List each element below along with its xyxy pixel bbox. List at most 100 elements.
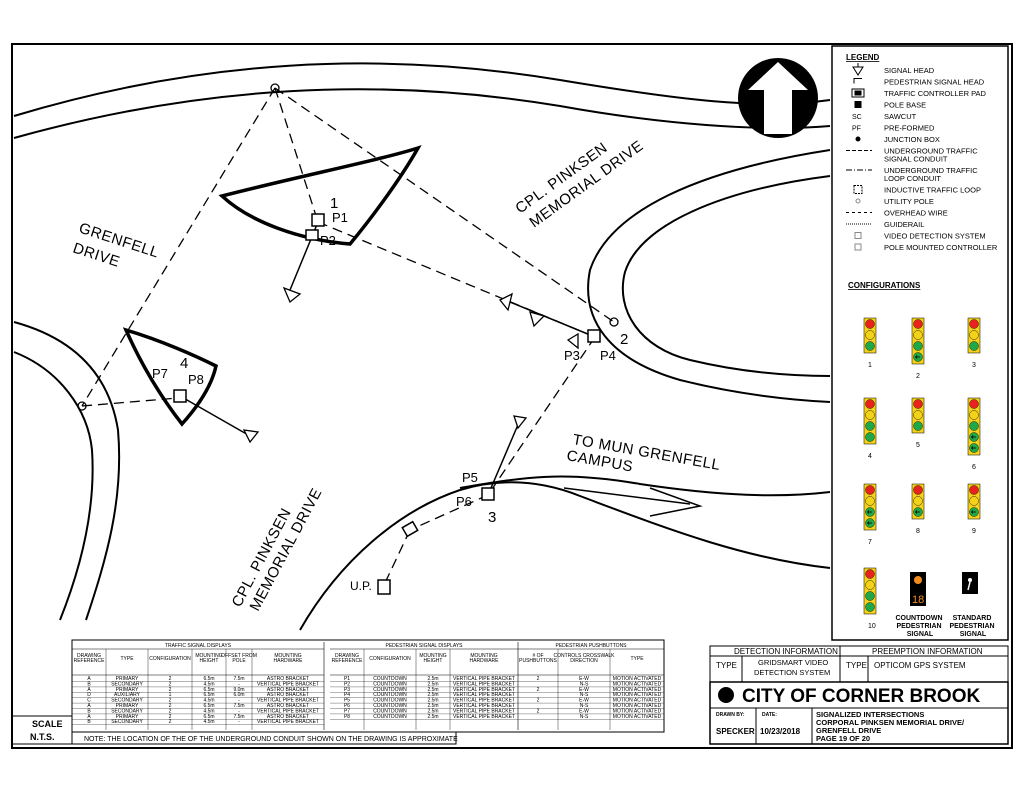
table-cell: VERTICAL PIPE BRACKET	[453, 692, 515, 698]
table-cell: N-S	[580, 714, 589, 720]
table-header: TYPE	[120, 656, 134, 662]
table-cell: 2.5m	[427, 714, 438, 720]
table-cell: COUNTDOWN	[373, 708, 407, 714]
pedestrian-signal-table: PEDESTRIAN SIGNAL DISPLAYSDRAWINGREFEREN…	[330, 642, 519, 730]
table-cell: PRIMARY	[116, 676, 139, 682]
table-cell: VERTICAL PIPE BRACKET	[453, 676, 515, 682]
junction-box	[77, 401, 87, 411]
table-cell: 2.5m	[427, 698, 438, 704]
green-lamp-icon	[969, 421, 979, 431]
table-title: PEDESTRIAN PUSHBUTTONS	[555, 643, 627, 649]
table-cell: SECONDARY	[111, 698, 143, 704]
scale-box	[11, 715, 73, 745]
conduit-a	[274, 87, 319, 223]
legend-item-loop-box: INDUCTIVE TRAFFIC LOOP	[853, 185, 981, 195]
legend-item-traffic-controller-pad: TRAFFIC CONTROLLER PAD	[851, 88, 987, 98]
configuration-number: 7	[868, 539, 872, 546]
table-header: MOUNTING	[470, 653, 497, 659]
table-cell: 6.5m	[203, 714, 214, 720]
table-cell: E-W	[579, 676, 589, 682]
mast-arm-3	[487, 419, 521, 496]
yellow-lamp-icon	[913, 330, 923, 340]
configuration-number: 4	[868, 453, 872, 460]
yellow-lamp-icon	[865, 330, 875, 340]
table-header: CONTROLS CROSSWALK	[554, 653, 616, 659]
table-cell: D	[87, 692, 91, 698]
table-cell: -	[238, 719, 240, 725]
table-cell: 2	[169, 681, 172, 687]
table-cell: 2	[169, 719, 172, 725]
table-cell: 4.5m	[203, 681, 214, 687]
table-cell: 2	[537, 676, 540, 682]
table-cell: MOTION ACTIVATED	[613, 676, 662, 682]
table-cell: A	[87, 703, 91, 709]
table-cell: P1	[344, 676, 350, 682]
table-cell: SECONDARY	[111, 719, 143, 725]
configuration-number: 5	[916, 442, 920, 449]
table-cell: 2	[537, 698, 540, 704]
table-header: # OF	[532, 653, 543, 659]
table-cell: C	[87, 698, 91, 704]
pole-label: 3	[488, 509, 496, 526]
table-cell: 1	[169, 692, 172, 698]
detection-title: DETECTION INFORMATION	[734, 647, 838, 656]
table-header: MOUNTING	[274, 653, 301, 659]
detection-type-label: TYPE	[716, 661, 737, 670]
table-header: POLE	[232, 658, 246, 664]
signal-head	[513, 415, 528, 430]
legend-label: UNDERGROUND TRAFFIC	[884, 166, 978, 175]
table-cell: COUNTDOWN	[373, 714, 407, 720]
countdown-ped-signal	[910, 572, 926, 606]
table-cell: COUNTDOWN	[373, 676, 407, 682]
ped-label: P8	[188, 372, 204, 387]
ped-label: P7	[152, 366, 168, 381]
table-cell: P6	[344, 703, 350, 709]
table-header: DIRECTION	[570, 658, 598, 664]
legend-label: POLE MOUNTED CONTROLLER	[884, 243, 998, 252]
arrow-glyph-icon	[866, 510, 872, 514]
drawing-title-2: CORPORAL PINKSEN MEMORIAL DRIVE/	[816, 718, 965, 727]
configuration-10: 10	[863, 567, 877, 630]
loop-box-icon	[853, 185, 863, 194]
table-cell: N-S	[580, 681, 589, 687]
yellow-lamp-icon	[865, 496, 875, 506]
table-cell: 2	[169, 698, 172, 704]
arrow-glyph-icon	[914, 510, 920, 514]
title-block: CITY OF CORNER BROOK DRAWN BY: SPECKER D…	[709, 681, 1009, 745]
table-cell: 2	[169, 703, 172, 709]
red-lamp-icon	[913, 399, 923, 409]
table-cell: A	[87, 676, 91, 682]
title-block-frame	[709, 681, 1009, 745]
legend-label: SAWCUT	[884, 112, 917, 121]
pole-base-icon	[854, 101, 862, 108]
pole-label: 2	[620, 331, 628, 348]
table-cell: P8	[344, 714, 350, 720]
configurations-title: CONFIGURATIONS	[848, 281, 921, 290]
green-lamp-icon	[865, 591, 875, 601]
legend-label: INDUCTIVE TRAFFIC LOOP	[884, 186, 981, 195]
pole-base-2	[587, 329, 601, 343]
table-cell: 7.5m	[233, 703, 244, 709]
configuration-number: 2	[916, 373, 920, 380]
table-cell: 6.0m	[233, 692, 244, 698]
signal-head	[242, 429, 260, 444]
ped-label: P6	[456, 494, 472, 509]
legend-label: VIDEO DETECTION SYSTEM	[884, 232, 986, 241]
ped-label: P3	[564, 348, 580, 363]
road-left-edge-2	[13, 351, 94, 621]
conduit-e	[81, 397, 179, 407]
arrow-glyph-icon	[970, 510, 976, 514]
walking-person-body	[967, 581, 971, 591]
red-lamp-icon	[865, 485, 875, 495]
junction-box-icon	[855, 136, 861, 142]
table-header: CONFIGURATION	[149, 656, 191, 662]
table-cell: MOTION ACTIVATED	[613, 687, 662, 693]
green-lamp-icon	[865, 421, 875, 431]
scale-value: N.T.S.	[30, 732, 55, 742]
note-box	[71, 731, 457, 745]
yellow-lamp-icon	[865, 410, 875, 420]
configuration-7: 7	[863, 483, 877, 546]
